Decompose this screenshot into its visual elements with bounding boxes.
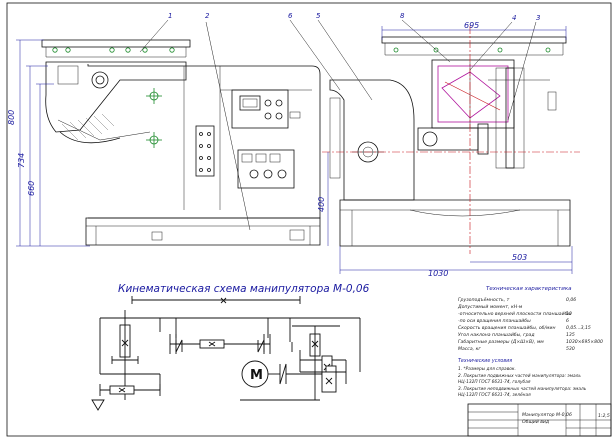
spec-value-0: 0,06 <box>566 297 576 303</box>
spec-value-3: 6 <box>566 318 569 324</box>
title-name-line2: Общий вид <box>522 419 549 425</box>
spec-label-4: Скорость вращения планшайбы, об/мин <box>458 325 555 331</box>
faceplate <box>41 39 191 48</box>
terminal-block <box>195 125 215 177</box>
title-block <box>467 403 612 437</box>
callout-6: 6 <box>288 12 293 20</box>
specs-title: Техническая характеристика <box>486 286 572 292</box>
spec-label-6: Габаритные размеры (Д×Ш×В), мм <box>458 339 544 345</box>
side-faceplate <box>381 36 567 44</box>
dim-400: 400 <box>317 197 326 212</box>
dim-1030: 1030 <box>428 269 448 278</box>
dim-660: 660 <box>27 181 36 196</box>
callout-4: 4 <box>512 14 516 22</box>
front-view <box>41 19 321 246</box>
gearbox <box>431 59 515 129</box>
note-1: 2. Покрытие подвижных частей манипулятор… <box>458 373 581 379</box>
kinematic-scheme <box>91 296 361 411</box>
title-name-line1: Манипулятор М-0,06 <box>522 412 572 418</box>
dim-734: 734 <box>17 153 26 168</box>
spec-value-2: 10 <box>566 311 572 317</box>
side-view <box>289 19 580 254</box>
note-0: 1. *Размеры для справок. <box>458 366 516 372</box>
front-base <box>85 217 321 246</box>
kinematic-title: Кинематическая схема манипулятора М-0,06 <box>118 283 370 295</box>
spec-label-1: Допустимый момент, кН·м <box>457 304 523 310</box>
side-base <box>339 199 571 247</box>
spec-label-2: -относительно верхней плоскости планшайб… <box>458 311 571 317</box>
callout-1: 1 <box>168 12 172 20</box>
spec-value-5: 135 <box>566 332 575 338</box>
notes-title: Технические условия <box>458 358 512 364</box>
dim-503: 503 <box>512 253 527 262</box>
spec-label-3: -по оси вращения планшайбы <box>458 318 531 324</box>
spec-value-7: 530 <box>566 346 575 352</box>
front-housing <box>87 64 321 219</box>
sheet-frame <box>6 2 612 437</box>
note-3: 3. Покрытие неподвижных частей манипулят… <box>458 386 587 392</box>
display-panel <box>231 89 289 129</box>
spec-label-7: Масса, кг <box>458 346 481 352</box>
spec-value-6: 1030×695×800 <box>566 339 603 345</box>
dim-800: 800 <box>7 110 16 125</box>
side-column <box>329 79 415 201</box>
callout-8: 8 <box>400 12 405 20</box>
callout-5: 5 <box>316 12 321 20</box>
title-scale: 1:2,5 <box>598 413 610 419</box>
faceplate-bolts <box>52 47 175 53</box>
control-panel <box>237 149 295 189</box>
spec-label-0: Грузоподъёмность, т <box>458 297 510 303</box>
specs-table: Грузоподъёмность, т 0,06 Допустимый моме… <box>457 297 603 352</box>
dim-695: 695 <box>464 21 479 30</box>
callout-2: 2 <box>205 12 210 20</box>
callout-3: 3 <box>536 14 540 22</box>
arm-hatching <box>61 113 115 141</box>
motor <box>417 127 479 151</box>
dimensions <box>16 26 573 274</box>
motor-symbol: M <box>250 368 263 383</box>
note-4: НЦ-132П ГОСТ 6631-74, зелёная <box>458 392 531 398</box>
spec-label-5: Угол наклона планшайбы, град <box>458 332 535 338</box>
note-2: НЦ-132П ГОСТ 6631-74, голубая <box>458 379 531 385</box>
spec-value-4: 0,05...3,15 <box>566 325 591 331</box>
